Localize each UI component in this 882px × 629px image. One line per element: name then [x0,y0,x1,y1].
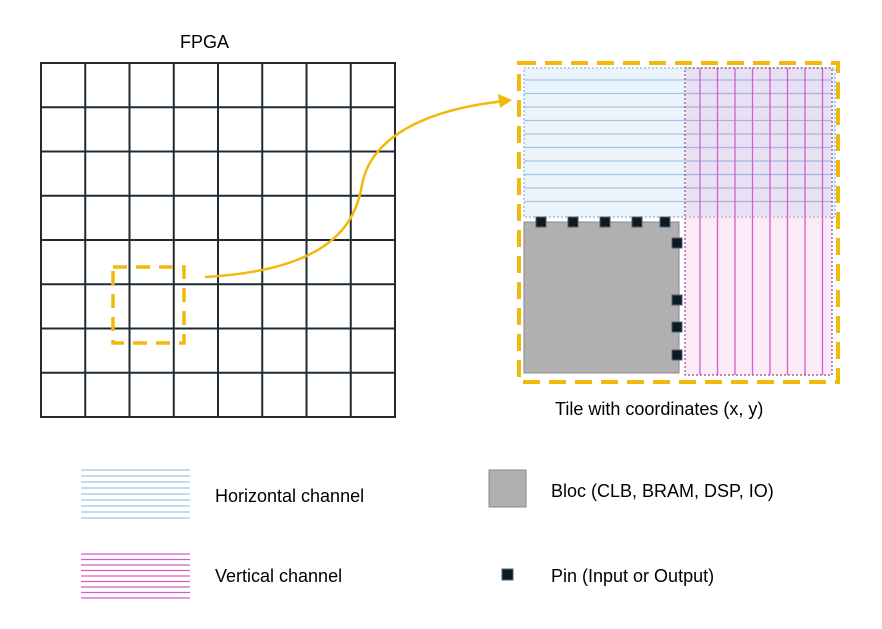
pin-square-icon [501,568,514,581]
tile-pins [535,216,683,361]
fpga-title: FPGA [180,32,230,52]
tile-vertical-lines [699,68,824,375]
pin-square-icon [631,216,643,228]
tile-caption: Tile with coordinates (x, y) [555,399,764,419]
fpga-grid-lines [41,63,395,417]
pin-square-icon [671,349,683,361]
pin-square-icon [599,216,611,228]
pin-square-icon [567,216,579,228]
pin-square-icon [671,237,683,249]
legend-vertical-channel-label: Vertical channel [215,566,343,586]
tile-bloc [523,221,680,374]
tile-outline [517,61,840,384]
pin-square-icon [659,216,671,228]
pin-square-icon [671,321,683,333]
legend-horizontal-channel-label: Horizontal channel [215,486,365,506]
legend-pin-label: Pin (Input or Output) [551,566,715,586]
tile-detail [517,61,840,384]
pin-square-icon [671,294,683,306]
tile-horizontal-lines [524,79,832,203]
fpga-grid [40,62,396,418]
selected-tile-marker [111,265,186,345]
curved-arrow-icon [204,94,512,279]
legend-horizontal-channel-swatch [81,469,190,519]
legend-bloc-swatch [488,469,527,508]
legend-vertical-channel-swatch [81,553,190,599]
legend [81,469,527,599]
pin-square-icon [535,216,547,228]
legend-bloc-label: Bloc (CLB, BRAM, DSP, IO) [551,481,774,501]
